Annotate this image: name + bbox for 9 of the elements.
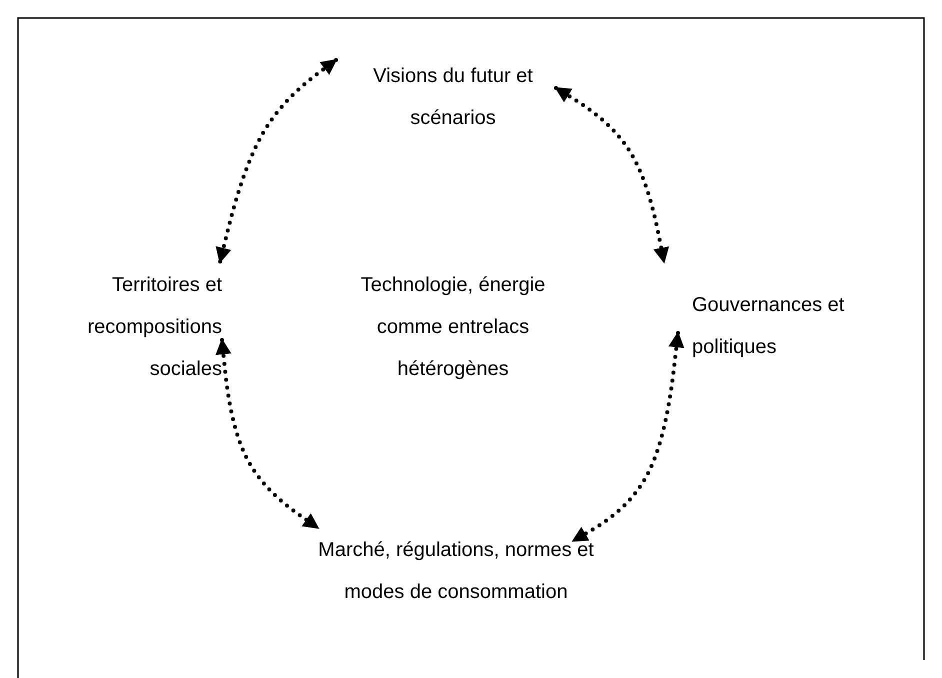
dotted-arrow — [215, 338, 320, 530]
dotted-arrow — [554, 86, 670, 264]
dotted-arrow — [571, 331, 684, 543]
node-label: Territoires et recompositions sociales — [50, 264, 222, 390]
node-label: Technologie, énergie comme entrelacs hétérogènes — [358, 264, 548, 390]
node-label: Gouvernances et politiques — [692, 284, 852, 368]
dotted-arrow — [216, 58, 338, 264]
node-label: Marché, régulations, normes et modes de consommation — [290, 529, 622, 613]
node-label: Visions du futur et scénarios — [368, 55, 538, 139]
